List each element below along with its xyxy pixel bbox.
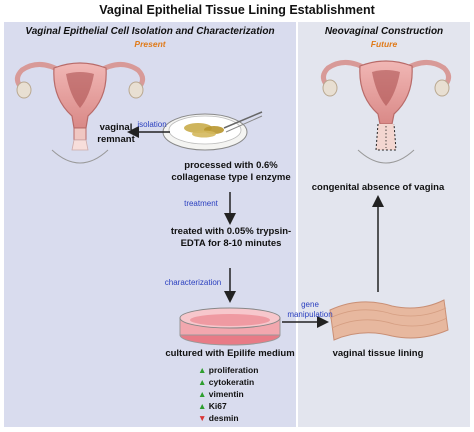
trypsin-label: treated with 0.05% trypsin-EDTA for 8-10… — [170, 226, 292, 249]
tissue-lining-illustration — [329, 299, 449, 341]
collagenase-label: processed with 0.6% collagenase type I e… — [171, 160, 291, 183]
left-panel-title: Vaginal Epithelial Cell Isolation and Ch… — [25, 26, 275, 37]
culture-dish-illustration — [179, 307, 281, 346]
marker-item: ▲ cytokeratin — [198, 377, 255, 387]
left-panel — [4, 22, 296, 427]
petri-dish-tissue-illustration — [162, 111, 263, 151]
marker-list: ▲ proliferation ▲ cytokeratin ▲ vimentin… — [198, 364, 298, 424]
vaginal-remnant-label: vaginal remnant — [97, 122, 135, 145]
cultured-label: cultured with Epilife medium — [165, 348, 295, 359]
down-arrow-icon: ▼ — [198, 413, 207, 423]
treatment-label: treatment — [184, 199, 218, 208]
congenital-absence-label: congenital absence of vagina — [311, 182, 445, 193]
up-arrow-icon: ▲ — [198, 365, 207, 375]
uterus-left-illustration — [14, 62, 146, 164]
left-panel-subtitle: Present — [134, 39, 166, 49]
marker-item: ▲ proliferation — [198, 365, 259, 375]
marker-item: ▼ desmin — [198, 413, 239, 423]
right-panel-subtitle: Future — [370, 39, 398, 49]
right-panel-title: Neovaginal Construction — [324, 26, 444, 37]
main-title: Vaginal Epithelial Tissue Lining Establi… — [99, 3, 375, 17]
marker-item: ▲ vimentin — [198, 389, 244, 399]
gene-manipulation-label: gene manipulation — [287, 300, 333, 319]
up-arrow-icon: ▲ — [198, 377, 207, 387]
up-arrow-icon: ▲ — [198, 389, 207, 399]
vaginal-tissue-lining-label: vaginal tissue lining — [332, 348, 424, 359]
marker-item: ▲ Ki67 — [198, 401, 227, 411]
uterus-right-illustration — [320, 60, 452, 164]
isolation-label: isolation — [137, 120, 167, 129]
up-arrow-icon: ▲ — [198, 401, 207, 411]
characterization-label: characterization — [164, 278, 222, 287]
